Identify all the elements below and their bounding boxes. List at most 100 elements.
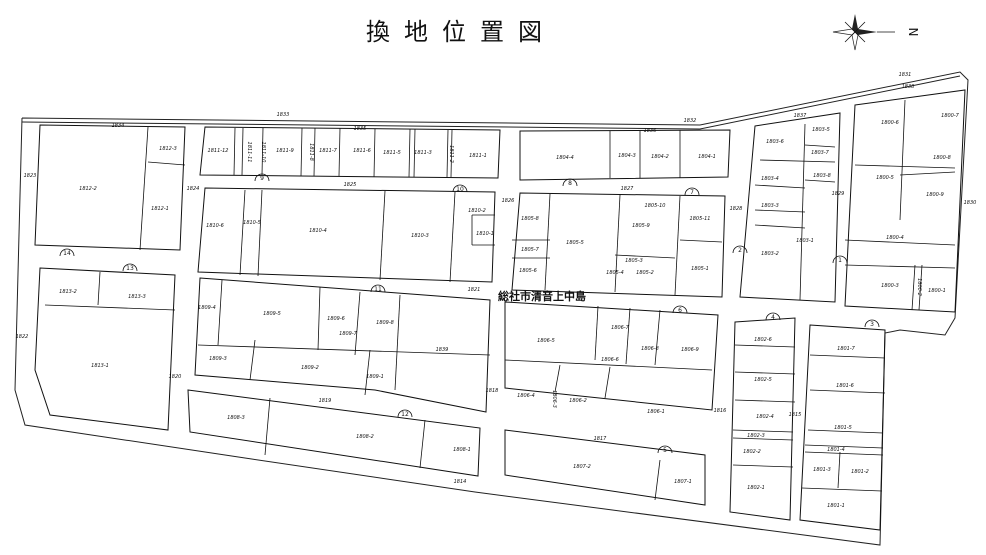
compass-rose-icon: N [832, 14, 920, 51]
lot-boundary [373, 128, 376, 178]
lot-label: 1810-5 [243, 220, 261, 226]
block-number-label: 2 [738, 247, 742, 254]
lot-label: 1811-9 [276, 148, 294, 154]
block-number-label: 9 [260, 175, 264, 182]
lot-label: 1803-5 [812, 127, 830, 133]
lot-label: 1810-2 [468, 208, 486, 214]
lot-label: 1803-3 [761, 203, 779, 209]
lot-label: 1801-6 [836, 383, 854, 389]
lot-boundary [217, 279, 223, 346]
lot-label: 1801-7 [837, 346, 856, 352]
lot-boundary [147, 161, 186, 166]
lot-boundary [801, 487, 883, 492]
lot-label: 1808-3 [227, 415, 245, 421]
lot-boundary [408, 128, 411, 178]
block-outline [194, 277, 491, 413]
block-outline [844, 89, 966, 313]
lot-boundary [734, 371, 796, 375]
lot-label: 1805-10 [645, 203, 666, 209]
road-lot-label: 1830 [964, 200, 977, 206]
lot-label: 1809-5 [263, 311, 281, 317]
lot-boundary [759, 159, 836, 163]
lot-label: 1812-3 [159, 146, 177, 152]
road-lot-label: 1819 [319, 398, 332, 404]
lot-label: 1811-5 [383, 150, 401, 156]
block-number-marker [832, 255, 848, 264]
lot-boundary [654, 309, 661, 366]
lot-boundary [44, 304, 176, 311]
road-lot-label: 1827 [621, 186, 635, 192]
block-number-label: 10 [456, 186, 464, 193]
block-number-marker [672, 305, 688, 314]
lot-boundary [446, 129, 449, 178]
lot-boundary [654, 459, 661, 501]
road-lot-label: 1826 [502, 198, 515, 204]
lot-label: 1802-2 [743, 449, 761, 455]
lot-boundary [97, 271, 101, 306]
lot-label: 1811-6 [353, 148, 371, 154]
lot-boundary [679, 239, 723, 243]
lot-label: 1812-1 [151, 206, 169, 212]
block-number-marker [684, 187, 700, 196]
lot-label: 1804-4 [556, 155, 574, 161]
lot-boundary [604, 366, 611, 399]
lot-label: 1811-11 [246, 142, 252, 163]
north-label: N [906, 28, 920, 37]
lot-boundary [844, 239, 956, 246]
lot-label: 1801-4 [827, 447, 845, 453]
lot-label: 1803-7 [811, 150, 830, 156]
lot-label: 1802-1 [747, 485, 765, 491]
road-name-label: 総社市清音上中島 [498, 289, 586, 303]
lot-boundary [379, 190, 386, 281]
lot-label: 1813-2 [59, 289, 77, 295]
lot-boundary [139, 126, 149, 251]
lot-label: 1805-6 [519, 268, 537, 274]
lot-boundary [257, 189, 263, 277]
lot-boundary [261, 127, 264, 176]
lot-label: 1800-4 [886, 235, 904, 241]
road-lot-label: 1824 [187, 186, 200, 192]
lot-boundary [264, 397, 271, 456]
lot-boundary [450, 129, 453, 178]
lot-label: 1803-2 [761, 251, 779, 257]
lot-boundary [449, 191, 456, 283]
lot-label: 1807-1 [674, 479, 692, 485]
block-number-label: 5 [663, 447, 667, 454]
lot-label: 1806-6 [601, 357, 619, 363]
lot-label: 1808-2 [356, 434, 374, 440]
lot-label: 1813-1 [91, 363, 109, 369]
road-lot-label: 1816 [714, 408, 727, 414]
lot-boundary [734, 344, 796, 348]
block-number-marker [732, 245, 748, 254]
lot-boundary [241, 127, 244, 176]
lot-boundary [317, 286, 321, 351]
lot-boundary [754, 209, 806, 213]
lot-boundary [754, 184, 806, 189]
lot-label: 1800-3 [881, 283, 899, 289]
lot-label: 1809-6 [327, 316, 345, 322]
lot-boundary [844, 264, 956, 269]
lot-boundary [239, 189, 246, 276]
road-lot-label: 1818 [486, 388, 499, 394]
lot-label: 1805-8 [521, 216, 539, 222]
lot-label: 1806-2 [569, 398, 587, 404]
lot-label: 1806-1 [647, 409, 665, 415]
project-boundary [14, 71, 969, 546]
lot-boundary [504, 359, 713, 371]
lot-label: 1800-1 [928, 288, 946, 294]
block-outline [504, 429, 706, 506]
lot-label: 1806-3 [551, 390, 557, 408]
lot-boundary [554, 364, 561, 393]
lot-boundary [732, 464, 794, 468]
road-lot-label: 1834 [112, 123, 125, 129]
lot-label: 1801-3 [813, 467, 831, 473]
block-number-label: 4 [771, 314, 775, 321]
lot-boundary [233, 127, 236, 176]
lot-label: 1811-10 [260, 142, 266, 163]
road-lot-label: 1814 [454, 479, 467, 485]
lot-boundary [809, 389, 886, 394]
lot-label: 1805-2 [636, 270, 654, 276]
lot-boundary [197, 344, 491, 356]
block-outline [799, 324, 886, 531]
lot-label: 1807-2 [573, 464, 591, 470]
